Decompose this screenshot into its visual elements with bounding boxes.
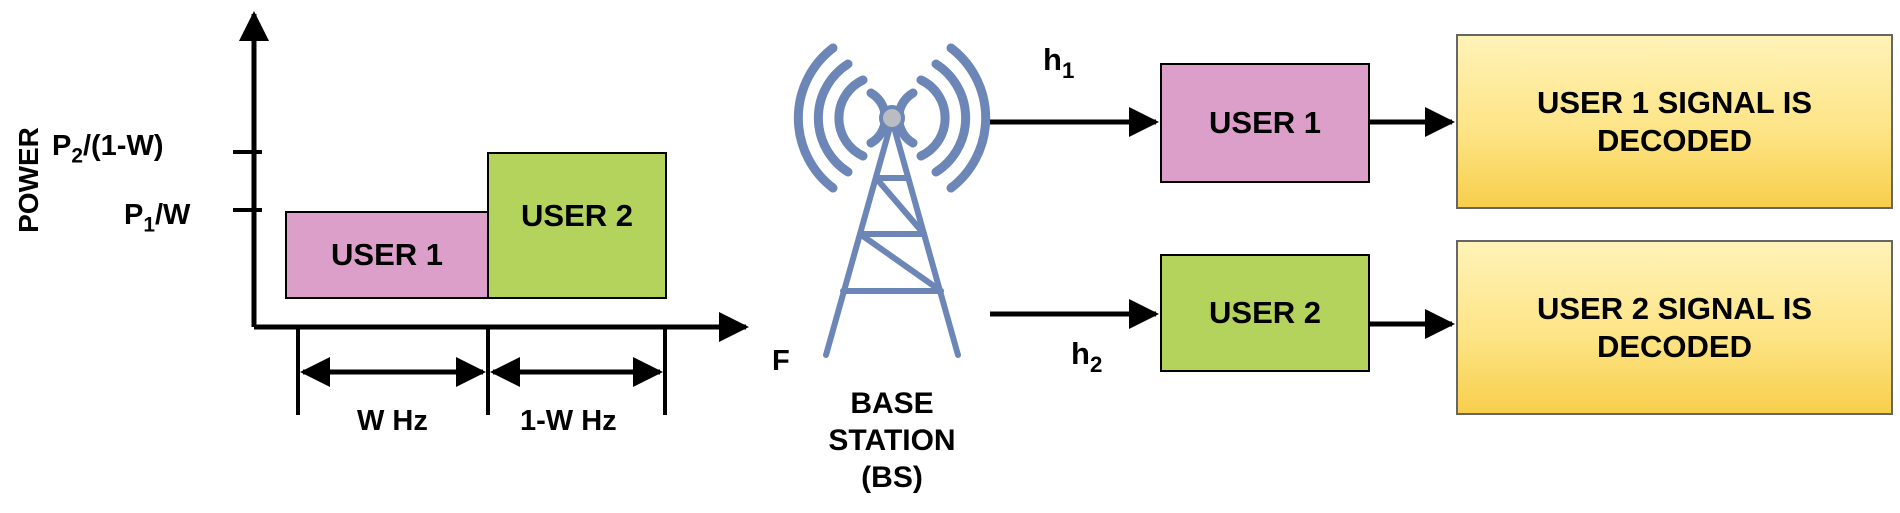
result-user2-line1: USER 2 SIGNAL IS	[1536, 290, 1813, 326]
bandwidth2-label: 1-W Hz	[520, 405, 617, 437]
base-station-line1: BASE	[850, 387, 934, 420]
result-user2-box: USER 2 SIGNAL IS DECODED	[1456, 240, 1893, 415]
result-user2-line2: DECODED	[1596, 328, 1752, 364]
channel-h1-label: h1	[1043, 42, 1074, 81]
base-station-line2: STATION	[828, 424, 956, 457]
y-tick-low-subscript: 1	[143, 213, 155, 237]
result-user1-line1: USER 1 SIGNAL IS	[1536, 84, 1813, 120]
result-user1-box: USER 1 SIGNAL IS DECODED	[1456, 34, 1893, 209]
antenna-tower-icon	[823, 117, 961, 358]
channel-h2-label: h2	[1071, 336, 1102, 375]
y-tick-top-rest: /(1-W)	[82, 130, 164, 162]
spectrum-user2-label: USER 2	[521, 197, 633, 233]
bandwidth1-label: W Hz	[357, 405, 428, 437]
y-tick-low-rest: /W	[154, 199, 191, 231]
channel-h1-subscript: 1	[1061, 57, 1075, 83]
receiver-user2-label: USER 2	[1209, 295, 1321, 330]
antenna-tip-icon	[879, 105, 905, 131]
y-axis-label: POWER	[13, 127, 44, 233]
spectrum-user2-block: USER 2	[487, 152, 667, 299]
y-tick-label-low: P1/W	[124, 199, 191, 235]
receiver-user1-label: USER 1	[1209, 105, 1321, 140]
receiver-user2-box: USER 2	[1160, 254, 1370, 372]
receiver-user1-box: USER 1	[1160, 63, 1370, 183]
channel-h2-subscript: 2	[1089, 351, 1103, 377]
x-axis-label: F	[772, 345, 790, 377]
channel-h2-symbol: h	[1071, 336, 1090, 371]
result-user1-line2: DECODED	[1596, 122, 1752, 158]
spectrum-user1-block: USER 1	[285, 211, 489, 299]
y-tick-top-subscript: 2	[71, 144, 83, 168]
y-tick-low-symbol: P	[124, 199, 144, 231]
base-station-label: BASE STATION (BS)	[812, 385, 972, 496]
base-station-line3: (BS)	[861, 461, 923, 494]
spectrum-user1-label: USER 1	[331, 237, 443, 272]
y-tick-top-symbol: P	[52, 130, 72, 162]
y-tick-label-top: P2/(1-W)	[52, 130, 164, 166]
channel-h1-symbol: h	[1043, 42, 1062, 77]
